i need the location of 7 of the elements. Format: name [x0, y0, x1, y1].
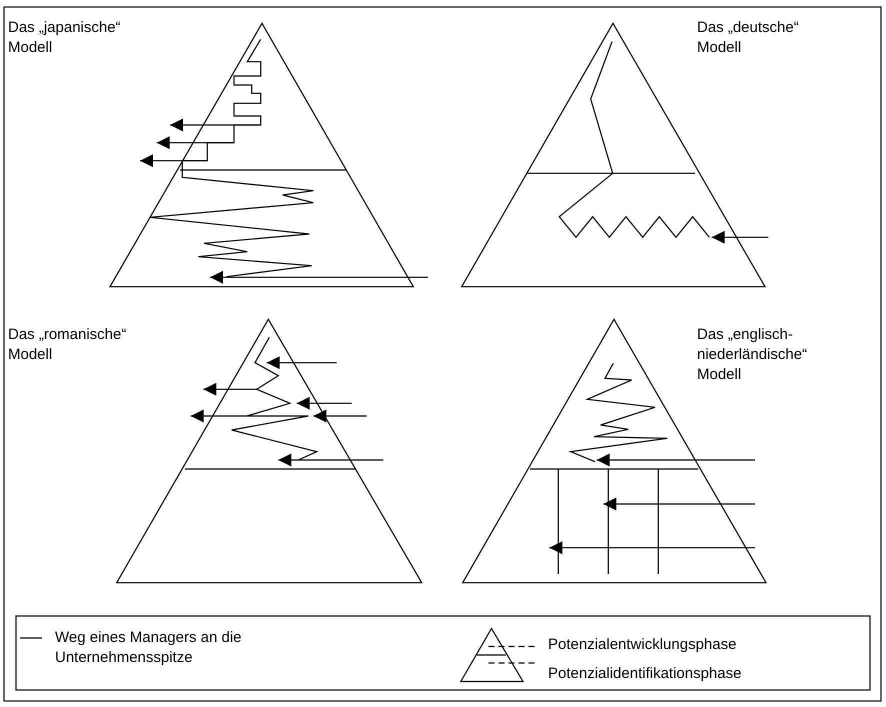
model-title: Das „deutsche“ Modell — [697, 18, 800, 58]
model-title: Das „romanische“ Modell — [8, 325, 128, 365]
model-title: Das „englisch-niederländische“ Modell — [697, 325, 808, 385]
legend-text: Potenzialentwicklungsphase — [548, 635, 738, 655]
model-title: Das „japanische“ Modell — [8, 18, 122, 58]
legend-text: Potenzialidentifikationsphase — [548, 664, 742, 684]
legend-text: Weg eines Managers an die Unternehmensspitze — [55, 628, 243, 668]
